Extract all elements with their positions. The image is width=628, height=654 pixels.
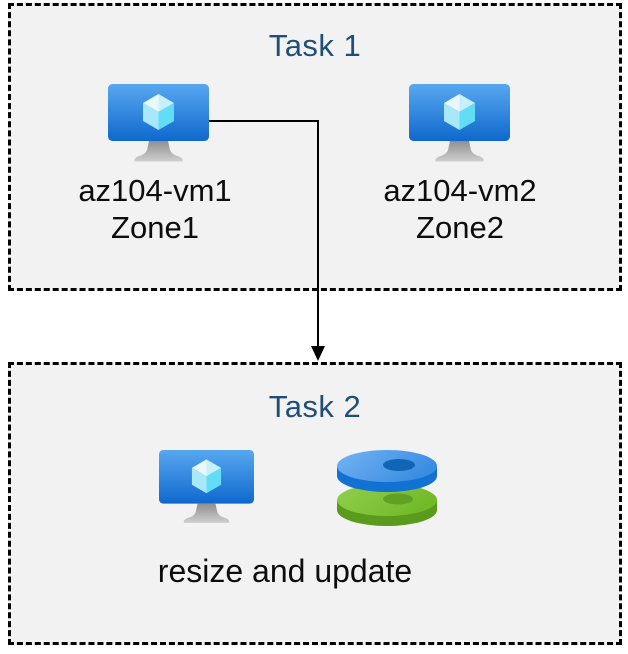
virtual-machine-icon (108, 84, 209, 162)
virtual-machine-icon (409, 84, 510, 162)
vm1-zone: Zone1 (111, 210, 199, 245)
disks-icon (337, 450, 437, 526)
task2-title: Task 2 (268, 389, 362, 424)
task1-box: Task 1 (8, 3, 622, 291)
task2-box: Task 2 (8, 362, 622, 645)
task1-title: Task 1 (268, 28, 362, 63)
vm2-label: az104-vm2 Zone2 (340, 172, 580, 246)
virtual-machine-icon (159, 450, 254, 523)
vm2-name: az104-vm2 (383, 173, 537, 208)
task2-caption: resize and update (157, 553, 413, 589)
vm1-name: az104-vm1 (78, 173, 232, 208)
vm2-zone: Zone2 (416, 210, 504, 245)
vm1-label: az104-vm1 Zone1 (35, 172, 275, 246)
